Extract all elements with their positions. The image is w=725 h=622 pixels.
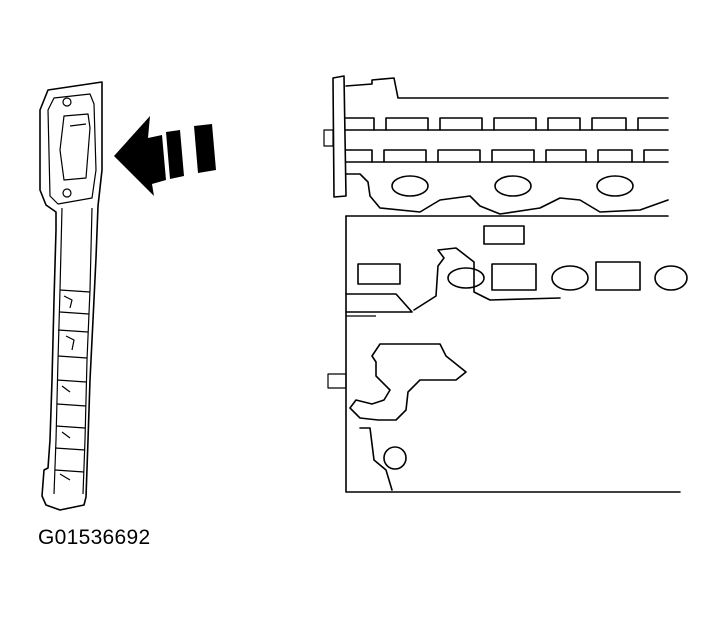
gasket-strip (39, 81, 103, 511)
arrow-left-dashed (114, 116, 216, 196)
figure-code-label: G01536692 (38, 526, 151, 549)
cylinder-head-side-view (323, 75, 688, 493)
